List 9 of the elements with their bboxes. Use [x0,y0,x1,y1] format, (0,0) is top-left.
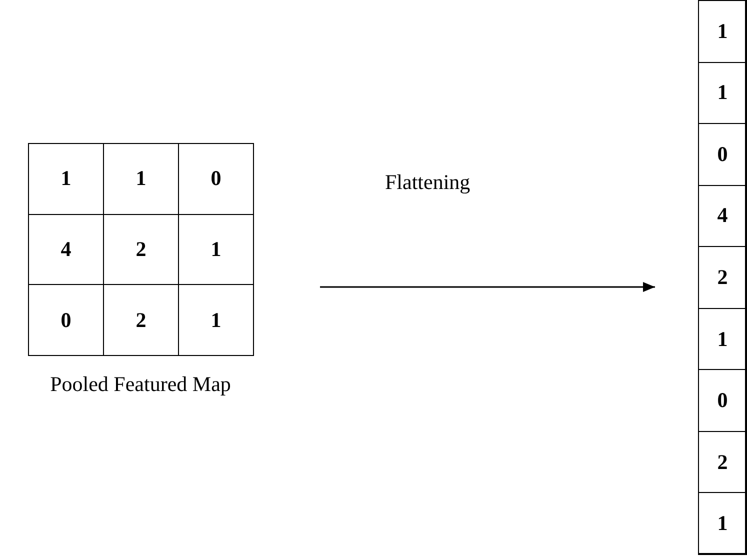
value-cell: 1 [28,143,104,215]
grid-caption: Pooled Featured Map [50,372,231,397]
value-cell: 1 [178,284,254,356]
value-cell: 0 [178,143,254,215]
value-cell: 0 [28,284,104,356]
value-cell: 1 [698,492,747,555]
vector-column [698,0,746,554]
edge-label: Flattening [385,170,470,195]
arrow [320,282,655,292]
